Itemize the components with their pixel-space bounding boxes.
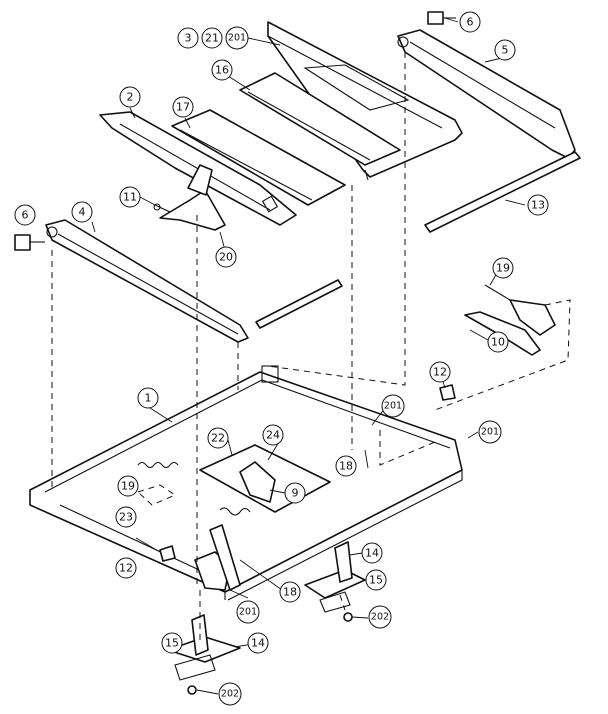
left-rail-part	[45, 219, 249, 343]
callout-201-right-label: 201	[481, 427, 499, 438]
callout-15-right-label: 15	[369, 574, 383, 587]
callout-1-label: 1	[145, 392, 152, 405]
callout-10-label: 10	[491, 336, 505, 349]
callout-5: 5	[494, 39, 516, 61]
callout-13-label: 13	[531, 199, 545, 212]
callout-201-lower-label: 201	[239, 607, 257, 618]
callout-11-label: 11	[123, 191, 137, 204]
callout-21-label: 21	[205, 32, 219, 45]
callout-22: 22	[207, 427, 229, 449]
callout-14-lower: 14	[247, 632, 269, 654]
callout-202-lower: 202	[218, 682, 242, 706]
callout-12-upper-label: 12	[433, 366, 447, 379]
callout-16-label: 16	[215, 64, 229, 77]
callout-201-lower: 201	[236, 600, 260, 624]
callout-14-right-label: 14	[365, 547, 379, 560]
leader-lines	[91, 17, 526, 695]
screw-202-lower-part	[187, 685, 197, 695]
callout-201-right: 201	[478, 420, 502, 444]
bracket-14-15-right-part	[304, 541, 366, 613]
callout-19-top: 19	[492, 257, 514, 279]
callout-20: 20	[215, 246, 237, 268]
rod-13-part	[424, 151, 581, 233]
callout-6-top: 6	[459, 11, 481, 33]
callout-9-label: 9	[292, 487, 299, 500]
callout-15-lower-label: 15	[165, 637, 179, 650]
callout-12-lower-label: 12	[119, 562, 133, 575]
callout-6-top-label: 6	[467, 16, 474, 29]
callout-18-mid-label: 18	[339, 460, 353, 473]
screw-202-right-part	[343, 612, 353, 622]
lever-assembly-part	[153, 164, 226, 231]
spring-19-part	[137, 461, 179, 469]
callout-18-lower: 18	[279, 581, 301, 603]
alignment-lines	[29, 52, 571, 640]
callout-202-right: 202	[368, 605, 392, 629]
callout-23: 23	[115, 506, 137, 528]
callout-202-lower-label: 202	[221, 689, 239, 700]
callout-14-right: 14	[361, 542, 383, 564]
callout-202-right-label: 202	[371, 612, 389, 623]
callout-12-lower: 12	[115, 557, 137, 579]
callout-22-label: 22	[211, 432, 225, 445]
screw-6-top-part	[427, 11, 456, 25]
callout-14-lower-label: 14	[251, 637, 265, 650]
screw-12-upper-part	[439, 384, 456, 401]
callout-6-left: 6	[14, 204, 36, 226]
callout-11: 11	[119, 186, 141, 208]
bar-16-part	[239, 72, 401, 166]
callout-5-label: 5	[502, 44, 509, 57]
bracket-14-15-lower-part	[167, 614, 241, 681]
callout-201-top: 201	[225, 26, 249, 50]
callout-9: 9	[284, 482, 306, 504]
screw-12-lower-part	[159, 545, 176, 562]
callout-19-left-label: 19	[121, 480, 135, 493]
callout-24: 24	[262, 424, 284, 446]
callout-15-lower: 15	[161, 632, 183, 654]
callout-21: 21	[201, 27, 223, 49]
cover-plate-part	[267, 21, 463, 181]
callout-4: 4	[71, 201, 93, 223]
callout-12-upper: 12	[429, 361, 451, 383]
callout-17-label: 17	[176, 101, 190, 114]
callout-23-label: 23	[119, 511, 133, 524]
callout-19-top-label: 19	[496, 262, 510, 275]
screw-6-left-part	[14, 234, 45, 251]
lower-mechanism-part	[194, 524, 241, 591]
callout-10: 10	[487, 331, 509, 353]
callout-13: 13	[527, 194, 549, 216]
callout-201-mid-label: 201	[384, 401, 402, 412]
callout-3: 3	[177, 27, 199, 49]
callout-19-left: 19	[117, 475, 139, 497]
callout-17: 17	[172, 96, 194, 118]
callout-4-label: 4	[79, 206, 86, 219]
callout-3-label: 3	[185, 32, 192, 45]
callout-15-right: 15	[365, 569, 387, 591]
callout-2-label: 2	[127, 91, 134, 104]
plate-17-part	[171, 109, 346, 206]
callout-20-label: 20	[219, 251, 233, 264]
area-23-part	[137, 484, 177, 506]
callout-18-lower-label: 18	[283, 586, 297, 599]
callout-16: 16	[211, 59, 233, 81]
callout-6-left-label: 6	[22, 209, 29, 222]
rod-left-part	[255, 279, 343, 329]
callout-24-label: 24	[266, 429, 280, 442]
callout-201-top-label: 201	[228, 33, 246, 44]
callout-18-mid: 18	[335, 455, 357, 477]
bracket-10-part	[464, 284, 556, 356]
callout-201-mid: 201	[381, 394, 405, 418]
callout-2: 2	[119, 86, 141, 108]
spring-18-lower-part	[219, 507, 251, 516]
callout-1: 1	[137, 387, 159, 409]
